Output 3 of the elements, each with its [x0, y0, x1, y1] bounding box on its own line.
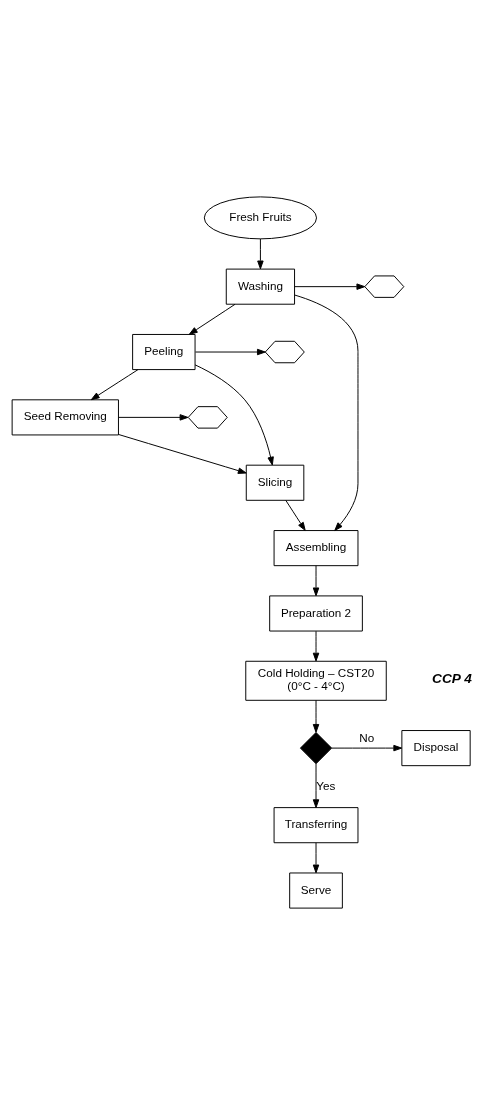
node-label: CCP 4 [432, 670, 472, 686]
edge-label: No [359, 730, 375, 744]
edge-label: Yes [316, 778, 336, 792]
